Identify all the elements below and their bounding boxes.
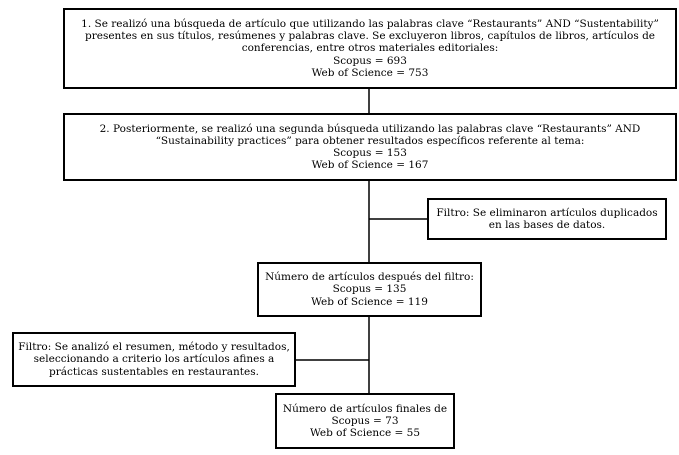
after-filter-scopus-count: Scopus = 135: [332, 283, 407, 296]
step2-line-1: 2. Posteriormente, se realizó una segund…: [99, 122, 641, 135]
step1-search-box: 1. Se realizó una búsqueda de artículo q…: [63, 8, 677, 89]
step2-wos-count: Web of Science = 167: [311, 159, 429, 172]
after-filter-heading: Número de artículos después del filtro:: [265, 271, 474, 284]
final-count-box: Número de artículos finales de Scopus = …: [275, 393, 455, 449]
step1-wos-count: Web of Science = 753: [311, 66, 429, 79]
final-heading: Número de artículos finales de: [282, 402, 448, 415]
step1-line-2: presentes en sus títulos, resúmenes y pa…: [84, 30, 656, 43]
step2-search-box: 2. Posteriormente, se realizó una segund…: [63, 113, 677, 181]
filter1-line-2: en las bases de datos.: [488, 219, 606, 231]
filter1-line-1: Filtro: Se eliminaron artículos duplicad…: [436, 206, 658, 219]
step2-line-2: “Sustainability practices” para obtener …: [155, 134, 585, 147]
filter2-line-3: prácticas sustentables en restaurantes.: [49, 365, 259, 378]
filter2-line-2: seleccionando a criterio los artículos a…: [33, 353, 275, 366]
step2-scopus-count: Scopus = 153: [333, 147, 407, 159]
filter2-abstract-review-box: Filtro: Se analizó el resumen, método y …: [12, 332, 296, 387]
final-wos-count: Web of Science = 55: [309, 427, 421, 440]
step1-line-1: 1. Se realizó una búsqueda de artículo q…: [81, 17, 659, 30]
step1-line-3: conferencias, entre otros materiales edi…: [241, 42, 499, 55]
filter1-duplicates-box: Filtro: Se eliminaron artículos duplicad…: [427, 198, 667, 240]
final-scopus-count: Scopus = 73: [331, 414, 399, 427]
filter2-line-1: Filtro: Se analizó el resumen, método y …: [18, 341, 290, 354]
after-filter-count-box: Número de artículos después del filtro: …: [257, 262, 482, 317]
after-filter-wos-count: Web of Science = 119: [311, 295, 428, 308]
step1-scopus-count: Scopus = 693: [333, 54, 407, 67]
